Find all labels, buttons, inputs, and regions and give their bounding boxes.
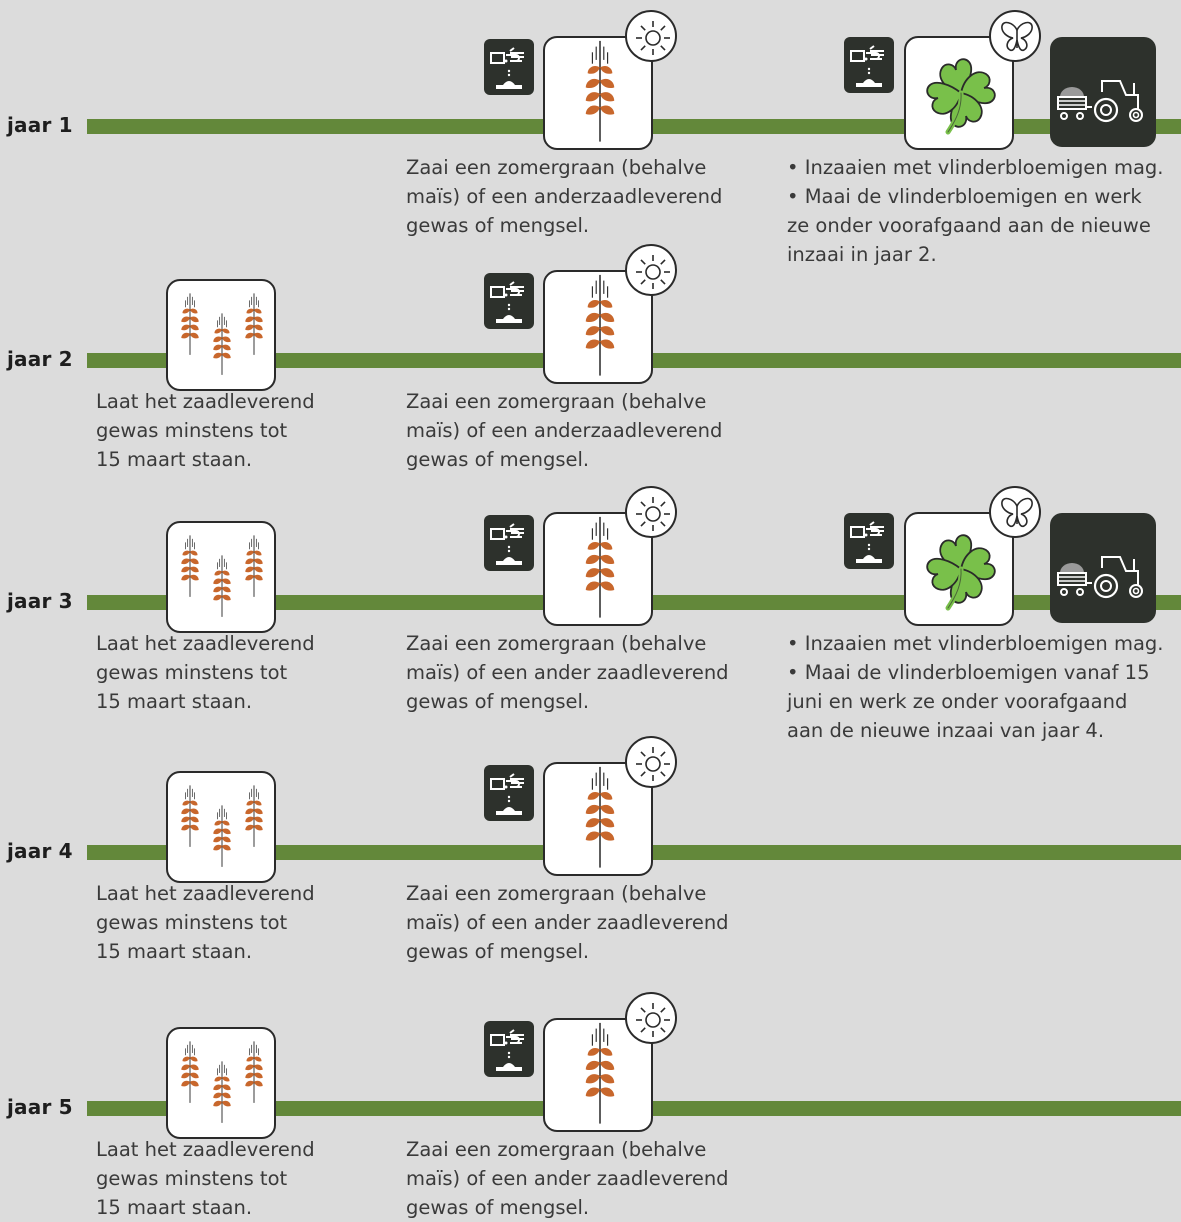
description-line: maïs) of een ander zaadleverend: [406, 661, 729, 684]
description-line: Zaai een zomergraan (behalve: [406, 156, 707, 179]
right-description: Inzaaien met vlinderbloemigen mag.Maai d…: [787, 629, 1163, 745]
description-line: 15 maart staan.: [96, 1196, 253, 1219]
description-line: maïs) of een anderzaadleverend: [406, 419, 723, 442]
description-line: maïs) of een ander zaadleverend: [406, 911, 729, 934]
description-line: maïs) of een anderzaadleverend: [406, 185, 723, 208]
year-label: jaar 2: [7, 347, 73, 371]
butterfly-icon: [989, 10, 1041, 62]
description-line: gewas of mengsel.: [406, 690, 590, 713]
description-line: gewas of mengsel.: [406, 940, 590, 963]
description-line: 15 maart staan.: [96, 448, 253, 471]
hand-sowing-seed-icon: [484, 39, 534, 95]
description-line: Laat het zaadleverend: [96, 632, 315, 655]
hand-sowing-seed-icon: [844, 513, 894, 569]
description-line: aan de nieuwe inzaai van jaar 4.: [787, 719, 1105, 742]
description-line: gewas minstens tot: [96, 661, 288, 684]
standing-crop-tile: [166, 771, 276, 883]
description-line: Zaai een zomergraan (behalve: [406, 1138, 707, 1161]
description-line: maïs) of een ander zaadleverend: [406, 1167, 729, 1190]
year-label: jaar 5: [7, 1095, 73, 1119]
sun-icon: [625, 992, 677, 1044]
hand-sowing-seed-icon: [844, 37, 894, 93]
description-line: 15 maart staan.: [96, 940, 253, 963]
description-line: gewas minstens tot: [96, 419, 288, 442]
description-line: ze onder voorafgaand aan de nieuwe: [787, 214, 1151, 237]
description-line: gewas minstens tot: [96, 911, 288, 934]
description-line: Zaai een zomergraan (behalve: [406, 882, 707, 905]
middle-description: Zaai een zomergraan (behalve maïs) of een…: [406, 1135, 729, 1222]
description-line: Laat het zaadleverend: [96, 882, 315, 905]
left-description: Laat het zaadleverend gewas minstens tot 1…: [96, 879, 315, 966]
description-line: gewas of mengsel.: [406, 214, 590, 237]
hand-sowing-seed-icon: [484, 273, 534, 329]
middle-description: Zaai een zomergraan (behalve maïs) of een…: [406, 629, 729, 716]
standing-crop-tile: [166, 1027, 276, 1139]
year-label: jaar 1: [7, 113, 73, 137]
description-line: Inzaaien met vlinderbloemigen mag.: [787, 153, 1164, 182]
middle-description: Zaai een zomergraan (behalve maïs) of een…: [406, 387, 722, 474]
description-line: Maai de vlinderbloemigen vanaf 15: [787, 658, 1163, 687]
sun-icon: [625, 244, 677, 296]
description-line: 15 maart staan.: [96, 690, 253, 713]
right-description: Inzaaien met vlinderbloemigen mag.Maai d…: [787, 153, 1163, 269]
description-line: Inzaaien met vlinderbloemigen mag.: [787, 629, 1164, 658]
left-description: Laat het zaadleverend gewas minstens tot 1…: [96, 629, 315, 716]
description-line: gewas of mengsel.: [406, 1196, 590, 1219]
description-line: gewas minstens tot: [96, 1167, 288, 1190]
legume-tile: [904, 512, 1014, 626]
hand-sowing-seed-icon: [484, 515, 534, 571]
left-description: Laat het zaadleverend gewas minstens tot 1…: [96, 1135, 315, 1222]
description-line: Zaai een zomergraan (behalve: [406, 390, 707, 413]
standing-crop-tile: [166, 521, 276, 633]
left-description: Laat het zaadleverend gewas minstens tot 1…: [96, 387, 315, 474]
description-line: Maai de vlinderbloemigen en werk: [787, 182, 1163, 211]
standing-crop-tile: [166, 279, 276, 391]
description-line: juni en werk ze onder voorafgaand: [787, 690, 1128, 713]
description-line: Laat het zaadleverend: [96, 390, 315, 413]
hand-sowing-seed-icon: [484, 1021, 534, 1077]
tractor-with-trailer-icon: [1050, 513, 1156, 623]
middle-description: Zaai een zomergraan (behalve maïs) of een…: [406, 879, 729, 966]
sun-icon: [625, 10, 677, 62]
sun-icon: [625, 736, 677, 788]
tractor-with-trailer-icon: [1050, 37, 1156, 147]
year-label: jaar 3: [7, 589, 73, 613]
middle-description: Zaai een zomergraan (behalve maïs) of een…: [406, 153, 722, 240]
hand-sowing-seed-icon: [484, 765, 534, 821]
butterfly-icon: [989, 486, 1041, 538]
description-line: inzaai in jaar 2.: [787, 243, 937, 266]
description-line: Zaai een zomergraan (behalve: [406, 632, 707, 655]
year-label: jaar 4: [7, 839, 73, 863]
description-line: Laat het zaadleverend: [96, 1138, 315, 1161]
description-line: gewas of mengsel.: [406, 448, 590, 471]
legume-tile: [904, 36, 1014, 150]
sun-icon: [625, 486, 677, 538]
